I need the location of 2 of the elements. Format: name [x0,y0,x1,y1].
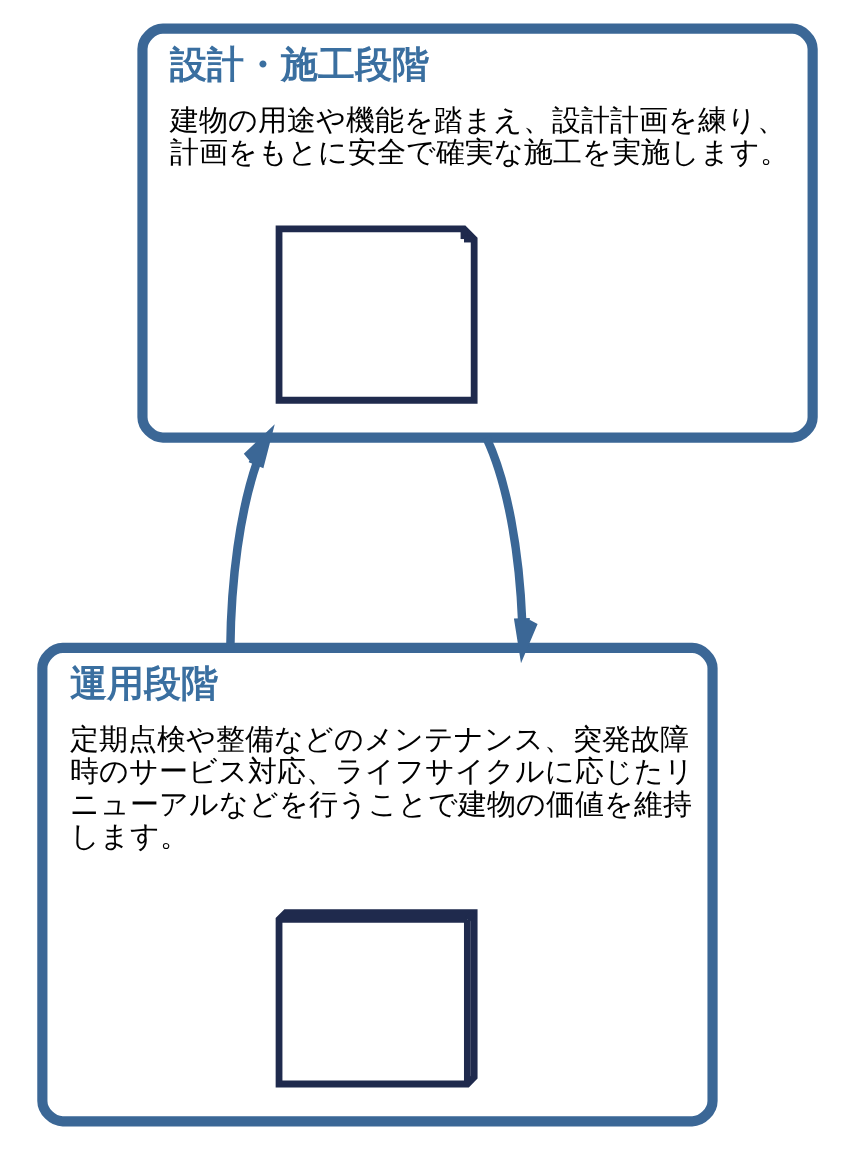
cluster: 設計・施工段階 建物の用途や機能を踏まえ、設計計画を練り、計画をもとに安全で確実な施工を実施します。 [137,23,818,443]
cluster: 運用段階 定期点検や整備などのメンテナンス、突発故障時のサービス対応、ライフサイクルに応じたリニューアルなどを行うことで建物の価値を維持します。 [37,642,718,1127]
